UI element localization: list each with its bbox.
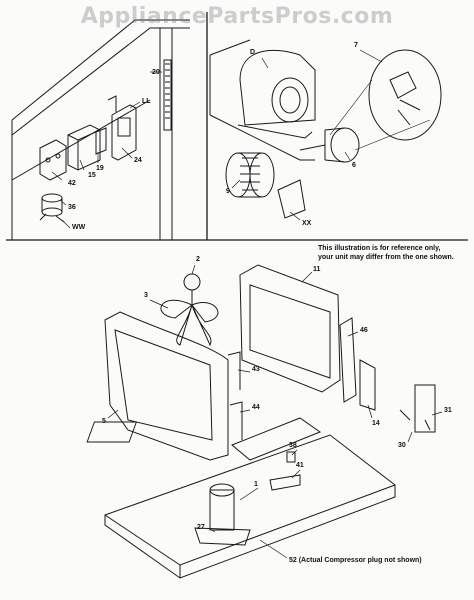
callout-36: 36 bbox=[68, 204, 76, 211]
reference-note-line1: This illustration is for reference only, bbox=[318, 245, 441, 252]
callout-9: 9 bbox=[226, 188, 230, 195]
callout-19: 19 bbox=[96, 165, 104, 172]
callout-46: 46 bbox=[360, 327, 368, 334]
callout-6: 6 bbox=[352, 162, 356, 169]
callout-31: 31 bbox=[444, 407, 452, 414]
callout-2: 2 bbox=[196, 256, 200, 263]
callout-1: 1 bbox=[254, 481, 258, 488]
control-box-assembly bbox=[11, 19, 190, 240]
callout-7: 7 bbox=[354, 42, 358, 49]
unit-exploded-assembly bbox=[86, 264, 436, 579]
callout-XX: XX bbox=[302, 220, 312, 227]
callout-D: D bbox=[250, 49, 256, 56]
callout-27: 27 bbox=[197, 524, 205, 531]
callout-WW: WW bbox=[72, 224, 86, 231]
reference-note-line2: your unit may differ from the one shown. bbox=[318, 254, 454, 261]
callout-15: 15 bbox=[88, 172, 96, 179]
callout-41: 41 bbox=[296, 462, 304, 469]
callout-44: 44 bbox=[252, 404, 260, 411]
callout-3: 3 bbox=[144, 292, 148, 299]
callout-38: 38 bbox=[289, 442, 297, 449]
callout-24: 24 bbox=[134, 157, 142, 164]
callout-20: 20 bbox=[152, 69, 160, 76]
blower-assembly bbox=[209, 39, 442, 219]
callout-42: 42 bbox=[68, 180, 76, 187]
callout-14: 14 bbox=[372, 420, 380, 427]
callout-43: 43 bbox=[252, 366, 260, 373]
callout-5: 5 bbox=[102, 418, 106, 425]
compressor-note: 52 (Actual Compressor plug not shown) bbox=[289, 557, 422, 564]
callout-leaders bbox=[51, 49, 443, 559]
callout-11: 11 bbox=[313, 266, 321, 273]
callout-30: 30 bbox=[398, 442, 406, 449]
callout-LL: LL bbox=[142, 98, 151, 105]
watermark: AppliancePartsPros.com bbox=[80, 4, 394, 29]
